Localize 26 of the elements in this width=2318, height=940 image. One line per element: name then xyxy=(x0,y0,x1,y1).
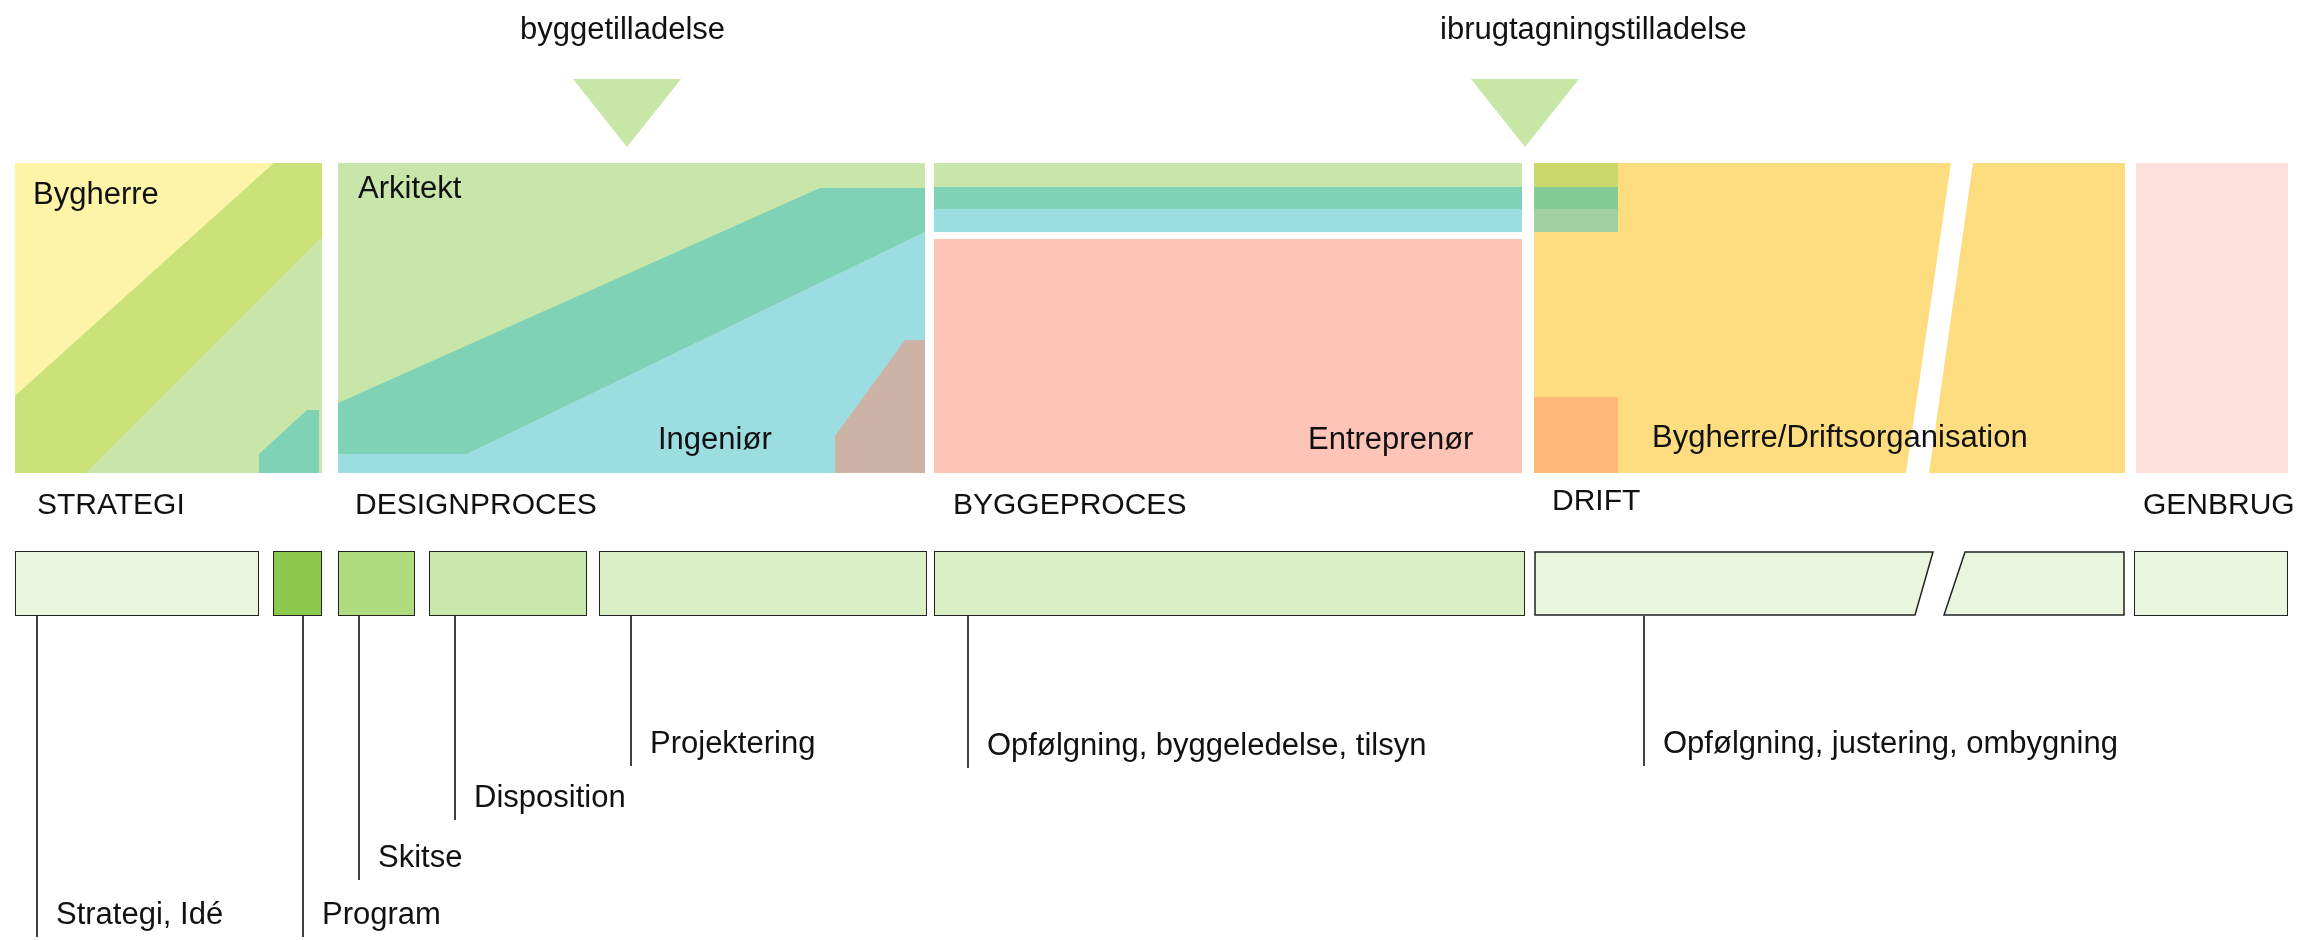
milestone-label: byggetilladelse xyxy=(520,10,726,48)
leader-line xyxy=(36,615,38,938)
phase-label: BYGGEPROCES xyxy=(953,486,1187,522)
phase-label: DRIFT xyxy=(1552,482,1641,518)
phase-label: STRATEGI xyxy=(37,486,185,522)
activity-label: Program xyxy=(322,895,441,933)
leader-line xyxy=(630,615,632,767)
activity-label: Opfølgning, byggeledelse, tilsyn xyxy=(987,726,1427,764)
leader-line xyxy=(1643,615,1645,767)
leader-line xyxy=(358,615,360,881)
activity-label: Projektering xyxy=(650,724,816,762)
role-label: Ingeniør xyxy=(658,420,772,458)
milestone-label: ibrugtagningstilladelse xyxy=(1440,10,1747,48)
role-label: Arkitekt xyxy=(358,169,462,207)
role-label: Bygherre xyxy=(33,175,159,213)
leader-line xyxy=(454,615,456,821)
role-label: Entreprenør xyxy=(1308,420,1474,458)
leader-line xyxy=(967,615,969,769)
activity-label: Opfølgning, justering, ombygning xyxy=(1663,724,2118,762)
phase-label: GENBRUG xyxy=(2143,486,2295,522)
role-label: Bygherre/Driftsorganisation xyxy=(1652,418,2028,456)
leader-line xyxy=(302,615,304,938)
activity-label: Skitse xyxy=(378,838,463,876)
phase-label: DESIGNPROCES xyxy=(355,486,597,522)
activity-label: Strategi, Idé xyxy=(56,895,224,933)
activity-label: Disposition xyxy=(474,778,626,816)
